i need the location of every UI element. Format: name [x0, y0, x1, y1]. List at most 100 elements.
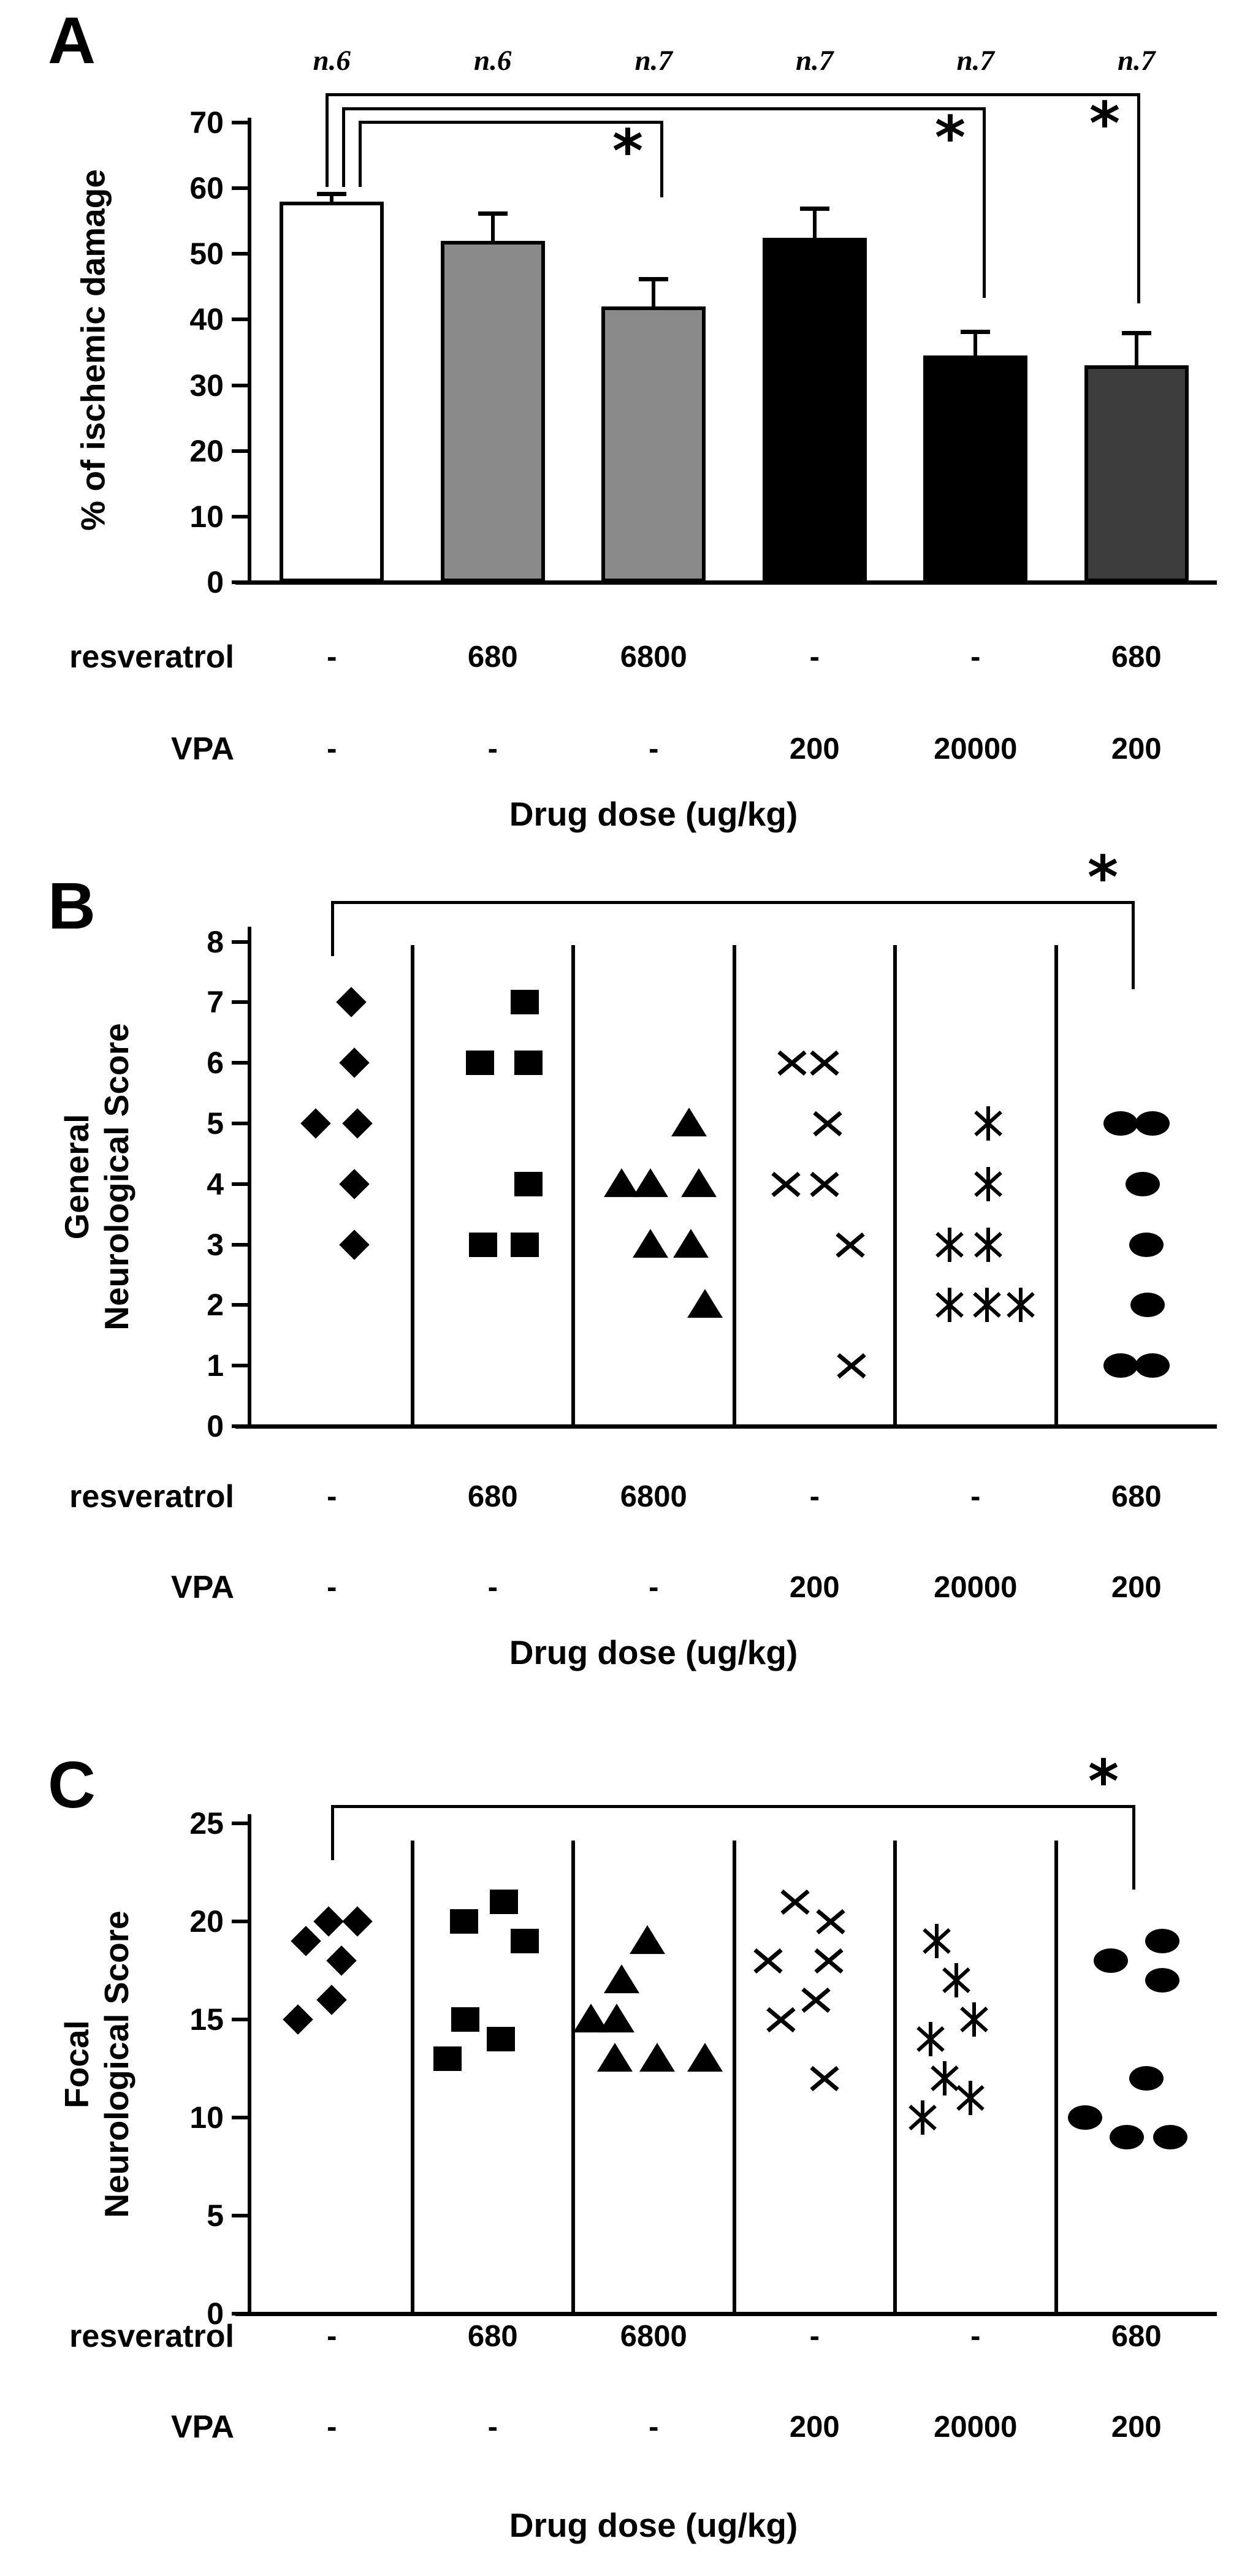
x-row-vpa-label: VPA — [170, 731, 234, 767]
circle-scatter-point — [1103, 1353, 1138, 1378]
triangle-scatter-point — [672, 1228, 709, 1258]
panel-B-letter: B — [48, 868, 96, 943]
x-axis-title: Drug dose (ug/kg) — [509, 1633, 798, 1671]
y-axis-tick — [232, 1920, 248, 1923]
resveratrol-dose-value: 6800 — [620, 1480, 687, 1513]
star-vertical-bar — [935, 1924, 939, 1958]
vpa-dose-value: - — [327, 1571, 337, 1604]
y-axis-tick — [232, 317, 248, 322]
resveratrol-dose-value: 6800 — [620, 640, 687, 674]
star-vertical-bar — [972, 2002, 976, 2037]
triangle-scatter-point — [687, 1289, 723, 1318]
resveratrol-dose-value: - — [327, 2320, 337, 2353]
error-bar-cap — [961, 329, 991, 334]
y-tick-label: 20 — [189, 433, 224, 468]
error-bar-stem — [330, 193, 334, 205]
cross-scatter-point — [833, 1228, 867, 1262]
square-scatter-point — [449, 1909, 478, 1934]
circle-scatter-point — [1093, 1948, 1128, 1973]
error-bar-stem — [1134, 332, 1138, 370]
star-scatter-point — [969, 1287, 1005, 1323]
y-tick-label: 5 — [207, 2198, 224, 2233]
cross-scatter-point — [812, 1943, 846, 1978]
cross-scatter-point — [775, 1046, 809, 1080]
y-tick-label: 15 — [189, 2002, 224, 2037]
group-separator-line — [893, 1841, 897, 2314]
n-count-label: n.6 — [313, 45, 351, 77]
star-scatter-point — [939, 1962, 974, 1998]
bar — [762, 237, 867, 582]
y-tick-label: 2 — [207, 1288, 224, 1323]
significance-bracket-right — [1132, 901, 1135, 989]
y-tick-label: 0 — [207, 2297, 224, 2331]
group-separator-line — [571, 1841, 575, 2314]
star-scatter-point — [956, 2002, 992, 2037]
resveratrol-dose-value: - — [327, 640, 337, 674]
group-separator-line — [732, 1841, 736, 2314]
x-row-vpa-label: VPA — [170, 2409, 234, 2445]
star-vertical-bar — [943, 2061, 947, 2095]
circle-scatter-point — [1152, 2125, 1187, 2149]
circle-scatter-point — [1103, 1111, 1138, 1136]
triangle-scatter-point — [633, 1168, 668, 1197]
resveratrol-dose-value: 680 — [1111, 640, 1162, 674]
vpa-dose-value: 20000 — [934, 2411, 1018, 2444]
resveratrol-dose-value: - — [970, 1480, 981, 1513]
square-scatter-point — [514, 1171, 543, 1196]
x-axis-line — [235, 1424, 1217, 1429]
square-scatter-point — [451, 2007, 480, 2032]
star-scatter-point — [970, 1106, 1006, 1141]
significance-bracket-top — [326, 93, 1140, 96]
y-axis-tick — [232, 252, 248, 256]
group-separator-line — [571, 945, 575, 1426]
triangle-scatter-point — [598, 2004, 634, 2033]
significance-bracket-left — [331, 901, 334, 956]
y-axis-tick — [232, 2018, 248, 2021]
cross-scatter-point — [807, 2061, 842, 2095]
star-scatter-point — [932, 1227, 967, 1263]
group-separator-line — [1054, 1841, 1058, 2314]
error-bar-cap — [317, 191, 347, 196]
star-scatter-point — [932, 1287, 967, 1323]
cross-scatter-point — [834, 1348, 869, 1383]
star-vertical-bar — [1018, 1288, 1023, 1323]
star-scatter-point — [905, 2100, 940, 2135]
x-row-resveratrol-label: resveratrol — [69, 639, 234, 675]
cross-scatter-point — [807, 1167, 842, 1201]
y-axis-tick — [232, 940, 248, 944]
x-row-resveratrol-label: resveratrol — [69, 1479, 234, 1514]
significance-asterisk: * — [1087, 843, 1119, 912]
square-scatter-point — [511, 1232, 539, 1257]
cross-scatter-point — [799, 1983, 833, 2017]
triangle-scatter-point — [680, 1168, 717, 1197]
vpa-dose-value: 20000 — [934, 1571, 1018, 1604]
square-scatter-point — [511, 1929, 539, 1953]
vpa-dose-value: 200 — [1111, 2411, 1162, 2444]
circle-scatter-point — [1145, 1929, 1179, 1953]
bar — [280, 201, 384, 582]
cross-scatter-point — [764, 2002, 798, 2037]
panel-B-y-axis-title: General Neurological Score — [58, 1023, 135, 1331]
n-count-label: n.7 — [1118, 45, 1156, 77]
diamond-scatter-point — [339, 1229, 370, 1260]
y-axis-line — [248, 118, 251, 584]
y-axis-tick — [232, 2116, 248, 2119]
y-axis-tick — [232, 2214, 248, 2217]
cross-scatter-point — [751, 1943, 785, 1978]
n-count-label: n.6 — [474, 45, 512, 77]
group-separator-line — [732, 945, 736, 1426]
vpa-dose-value: - — [327, 2411, 337, 2444]
resveratrol-dose-value: - — [809, 1480, 820, 1513]
star-vertical-bar — [986, 1106, 991, 1141]
square-scatter-point — [433, 2046, 462, 2071]
error-bar-stem — [812, 208, 817, 241]
error-bar-stem — [973, 331, 978, 360]
group-separator-line — [893, 945, 897, 1426]
cross-scatter-point — [813, 1904, 848, 1939]
circle-scatter-point — [1129, 2066, 1164, 2091]
significance-bracket-top — [342, 107, 986, 110]
y-tick-label: 70 — [189, 105, 224, 140]
star-vertical-bar — [954, 1963, 958, 1997]
n-count-label: n.7 — [956, 45, 994, 77]
bar — [1084, 365, 1189, 582]
